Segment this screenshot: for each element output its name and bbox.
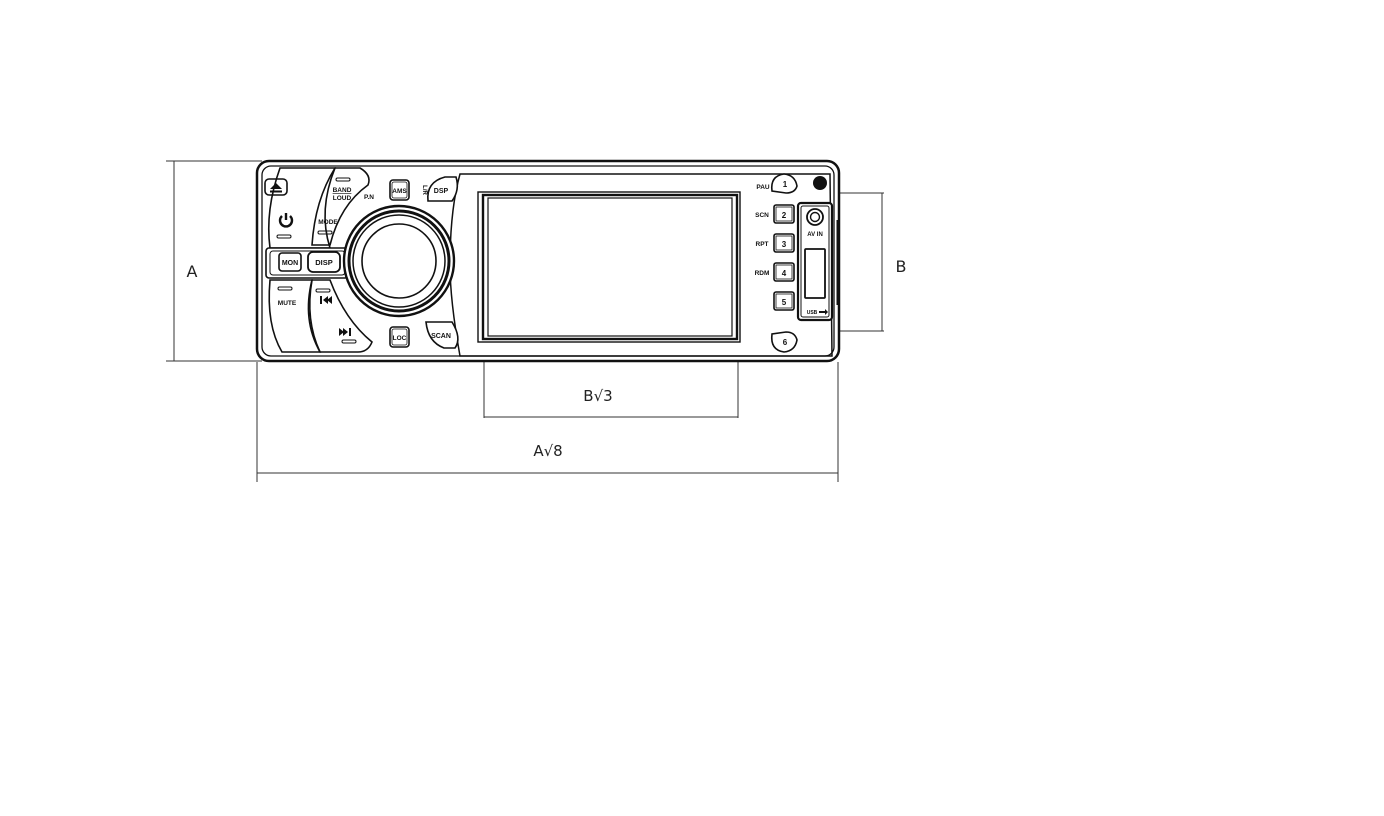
next-track-icon[interactable] [339,328,351,336]
preset-button-4[interactable]: 4 [773,262,795,282]
preset-3-label: 3 [782,240,787,249]
dimension-label-height-screen: B [896,257,907,276]
preset-1-label: 1 [783,180,788,189]
preset-button-6[interactable]: 6 [770,331,798,353]
eject-icon[interactable] [264,178,288,196]
preset-6-label: 6 [783,338,788,347]
dsp-button[interactable]: DSP [427,176,459,202]
preset-button-2[interactable]: 2 [773,204,795,224]
preset-5-label: 5 [782,298,787,307]
av-in-label: AV IN [807,232,823,238]
prev-track-icon[interactable] [320,296,332,304]
ir-sensor [813,176,827,190]
mode-label[interactable]: MODE [318,219,338,226]
display-screen [477,191,741,343]
usb-port[interactable] [804,248,826,299]
loc-label: LOC [393,335,407,342]
mon-label: MON [282,260,298,267]
power-icon[interactable] [278,213,294,228]
pn-label: P.N [364,194,374,201]
loc-button[interactable]: LOC [389,326,410,348]
mute-label[interactable]: MUTE [278,300,297,307]
band-label[interactable]: BAND [333,187,352,194]
preset-button-1[interactable]: 1 [770,173,798,194]
band-led [335,177,351,182]
power-led [276,234,292,239]
dsp-label: DSP [434,188,449,195]
lr-label: L/R [421,185,427,195]
next-led [341,339,357,344]
usb-icon [819,309,828,315]
preset-button-3[interactable]: 3 [773,233,795,253]
preset-4-label: 4 [782,269,787,278]
mode-led [317,230,333,235]
rpt-label: RPT [756,241,769,248]
rdm-label: RDM [755,270,770,277]
mon-button[interactable]: MON [278,252,302,272]
dimension-label-width-screen: B√3 [583,387,612,405]
scn-label: SCN [755,212,769,219]
av-in-jack[interactable] [806,208,824,226]
dimension-label-width-overall: A√8 [533,442,562,460]
ams-button[interactable]: AMS [389,179,410,201]
mute-led [277,286,293,291]
preset-2-label: 2 [782,211,787,220]
pau-label: PAU [756,184,770,191]
disp-button[interactable]: DISP [307,251,341,273]
volume-knob[interactable] [342,204,456,318]
usb-label: USB [807,310,818,316]
ams-label: AMS [392,188,407,195]
preset-button-5[interactable]: 5 [773,291,795,311]
prev-led [315,288,331,293]
scan-button[interactable]: SCAN [425,321,459,349]
loud-label[interactable]: LOUD [333,195,352,202]
scan-label: SCAN [431,333,451,340]
dimension-label-height-front: A [187,262,198,281]
disp-label: DISP [315,258,333,267]
